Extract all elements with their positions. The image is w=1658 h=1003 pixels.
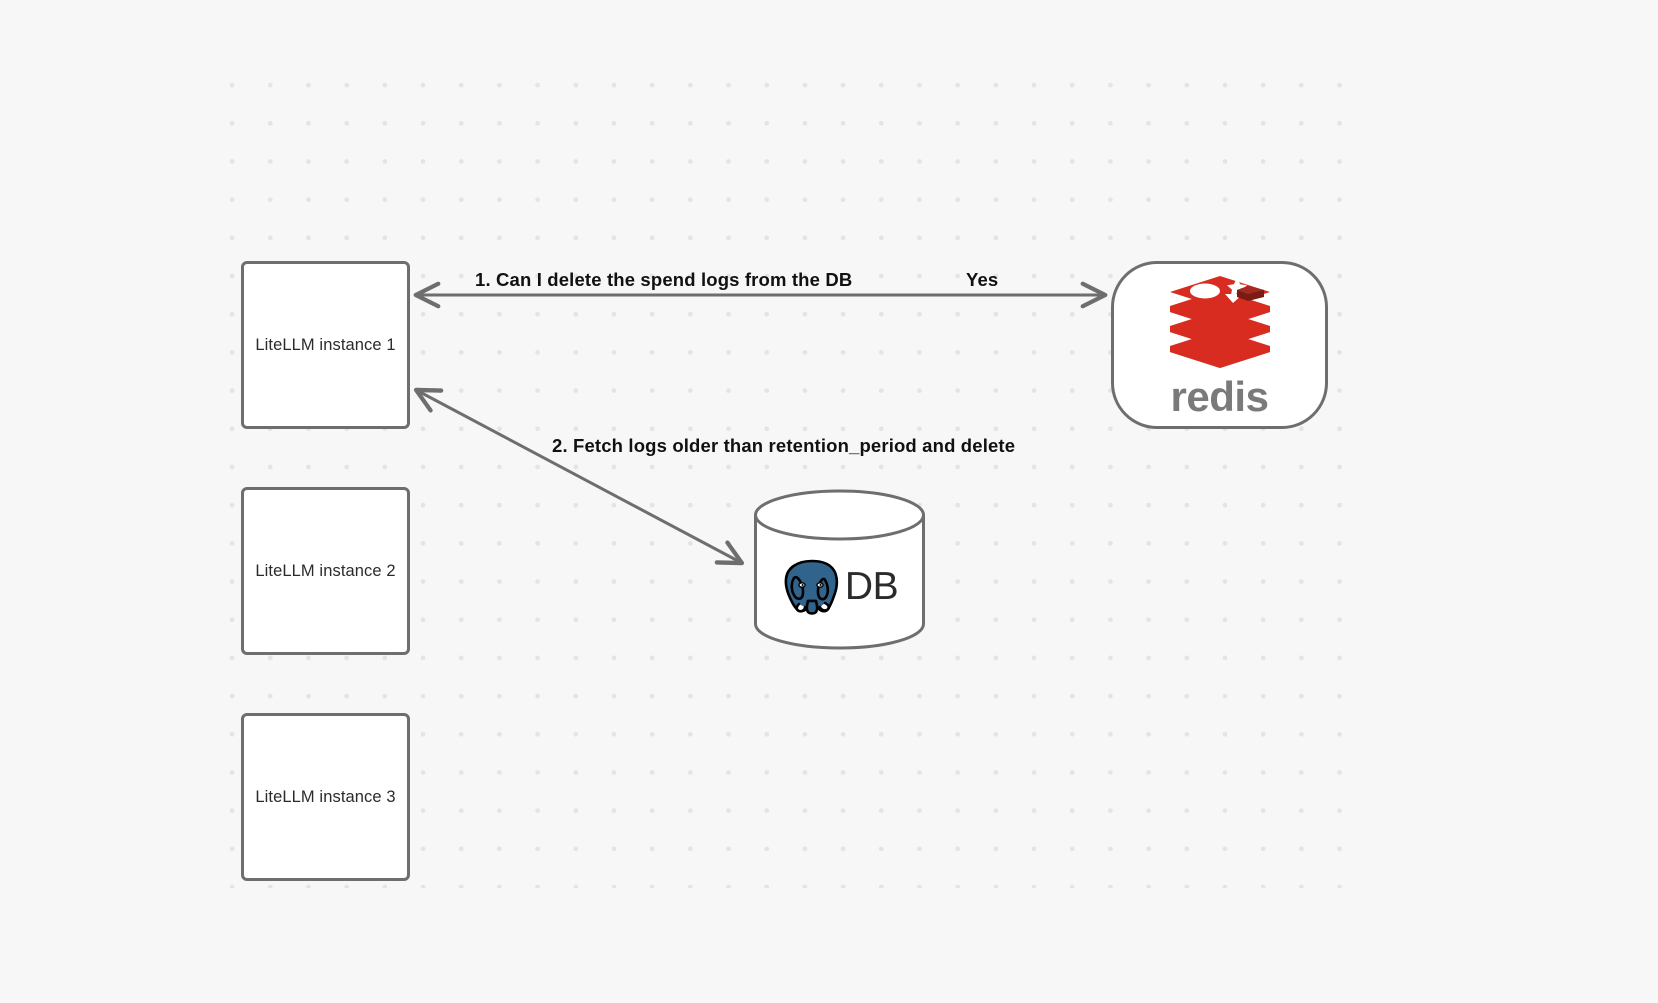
redis-wordmark-label: redis xyxy=(1170,373,1269,420)
node-litellm-instance-1[interactable]: LiteLLM instance 1 xyxy=(241,261,410,429)
database-label: DB xyxy=(844,565,899,608)
edge-label-step-1: 1. Can I delete the spend logs from the … xyxy=(475,269,853,290)
edge-label-step-2: 2. Fetch logs older than retention_perio… xyxy=(552,435,1016,456)
node-litellm-instance-3-label: LiteLLM instance 3 xyxy=(255,787,396,806)
edge-label-reply-yes: Yes xyxy=(966,269,999,290)
node-database-cylinder[interactable]: DB xyxy=(753,489,926,650)
redis-logo-icon xyxy=(1165,274,1275,373)
node-litellm-instance-3[interactable]: LiteLLM instance 3 xyxy=(241,713,410,881)
cylinder-shape xyxy=(754,489,925,650)
node-litellm-instance-2-label: LiteLLM instance 2 xyxy=(255,561,396,580)
node-litellm-instance-1-label: LiteLLM instance 1 xyxy=(255,335,396,354)
node-litellm-instance-2[interactable]: LiteLLM instance 2 xyxy=(241,487,410,655)
edge-litellm1-to-db xyxy=(413,387,745,566)
node-redis[interactable]: redis xyxy=(1111,261,1328,429)
postgresql-elephant-icon xyxy=(781,558,843,616)
